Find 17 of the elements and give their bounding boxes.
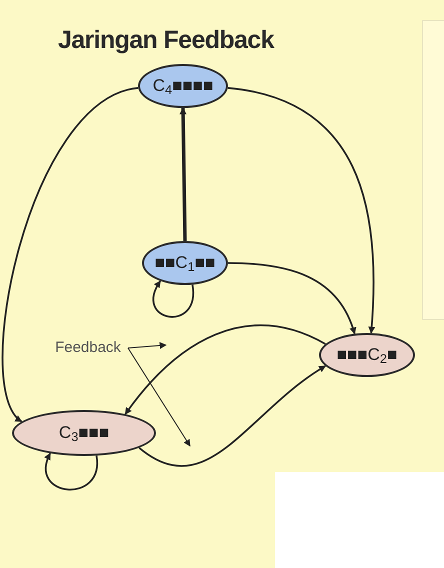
title: Jaringan Feedback bbox=[58, 25, 274, 56]
leader-line bbox=[128, 342, 167, 349]
node-label: ■■C$_{1}$■■ bbox=[154, 252, 216, 276]
arrow bbox=[138, 365, 326, 467]
state-ellipse bbox=[319, 333, 415, 377]
state-ellipse bbox=[12, 410, 156, 456]
arrow bbox=[124, 324, 326, 415]
node-label: C$_{4}$■■■■ bbox=[152, 75, 214, 99]
arrow bbox=[2, 87, 138, 422]
arrow bbox=[228, 262, 356, 334]
arrow bbox=[228, 87, 376, 334]
arrow bbox=[180, 107, 187, 242]
annotation-label: Feedback bbox=[55, 338, 121, 358]
node-label: ■■■C$_{2}$■ bbox=[336, 344, 398, 368]
node-label: C$_{3}$■■■ bbox=[58, 422, 110, 446]
arrow bbox=[152, 280, 194, 318]
leader-line bbox=[128, 348, 190, 447]
